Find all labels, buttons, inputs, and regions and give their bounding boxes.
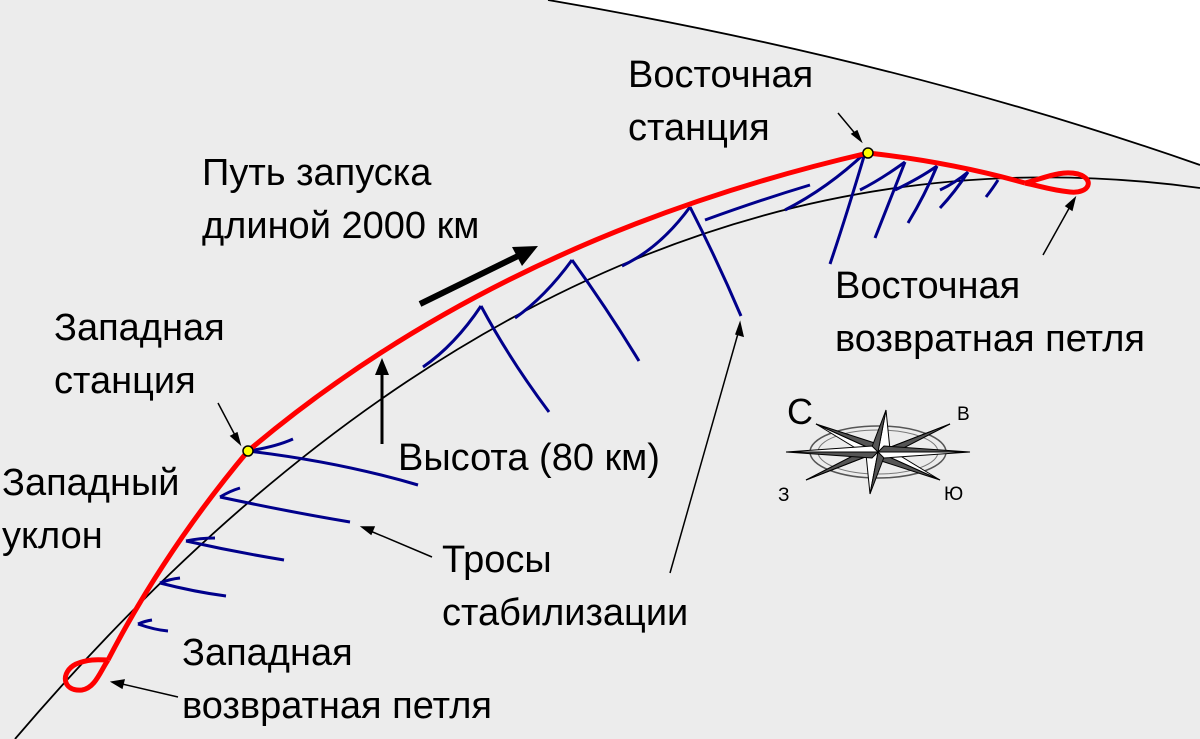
cables-pointer-left [367,529,433,558]
west-loop-label: Западная возвратная петля [182,632,492,727]
cable [784,151,867,212]
compass-west-label: З [778,485,789,506]
west-loop-pointer [117,682,179,698]
cable [704,183,811,222]
cable [159,576,181,585]
west-return-loop [63,657,111,693]
east-loop-pointer [1042,202,1073,256]
cable [873,161,907,239]
launch-path-label: Путь запуска длиной 2000 км [202,152,479,247]
altitude-arrow [375,358,389,444]
cable [422,305,483,369]
cable [570,259,641,362]
cable [688,206,743,317]
east-station-label: Восточная станция [628,54,824,149]
cables-label: Тросы стабилизации [442,539,688,634]
west-station-pointer [217,402,238,440]
cable [514,259,574,320]
cable [984,179,1000,198]
compass-south-label: Ю [944,484,963,505]
cable [906,165,939,224]
cable [137,618,153,626]
compass-east-label: В [957,404,970,425]
cable [828,152,867,265]
west-slope-track [105,449,250,662]
east-station-marker [862,147,874,159]
cable [219,495,351,524]
east-track [867,150,1026,186]
east-loop-label: Восточная возвратная петля [835,265,1145,360]
cables-pointer-right [669,329,740,574]
cable [159,581,227,598]
east-return-loop [1024,170,1091,195]
launch-direction-arrow [418,246,538,307]
cable [185,539,285,562]
launch-track [246,150,869,453]
west-station-label: Западная станция [54,307,235,402]
altitude-label: Высота (80 км) [398,437,660,479]
pointer-lines [109,112,1077,698]
west-station-marker [242,445,254,457]
cable [939,170,969,192]
cable [621,206,692,268]
cable [894,164,938,192]
cable [859,160,906,192]
atmosphere-boundary [547,0,1200,166]
cable [479,305,551,413]
compass-rose: С В Ю З [778,391,971,506]
cable [185,536,216,543]
compass-diagonal-points [805,423,951,481]
compass-cardinal-points [785,409,971,495]
cable [219,486,241,499]
cable [247,449,419,487]
stabilization-cables [137,151,1000,633]
west-slope-label: Западный уклон [2,462,190,557]
compass-north-label: С [787,391,813,432]
cable [137,622,169,633]
